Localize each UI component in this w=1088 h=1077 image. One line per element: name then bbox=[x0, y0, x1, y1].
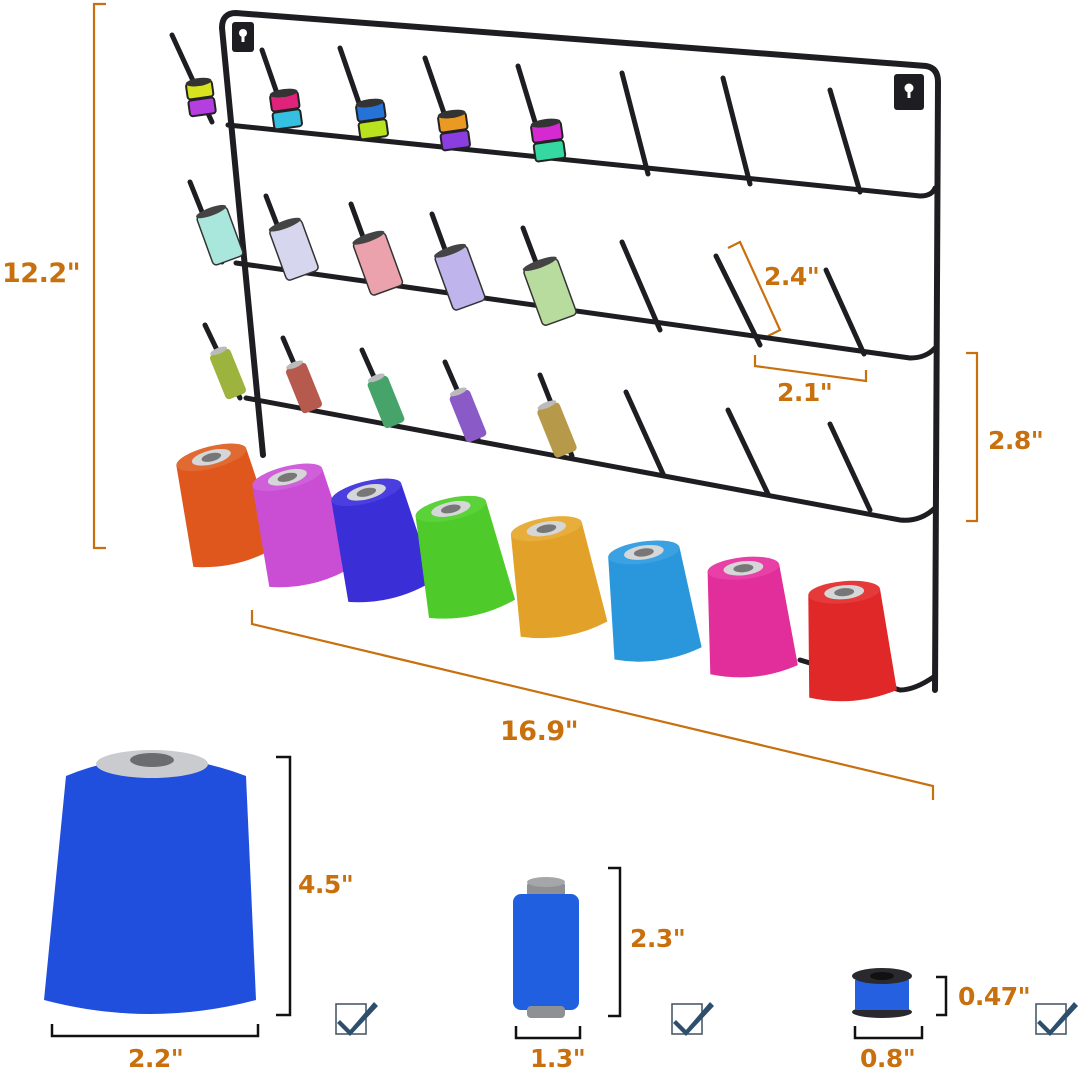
large-cone-height-label: 4.5" bbox=[298, 870, 354, 899]
peg-length-label: 2.4" bbox=[764, 262, 820, 291]
sample-medium-spool bbox=[513, 866, 622, 1040]
bobbin bbox=[185, 77, 217, 118]
rack-frame-left bbox=[219, 25, 266, 458]
cone bbox=[608, 540, 702, 662]
rack-frame-top bbox=[219, 9, 942, 693]
large-cone-height-bracket bbox=[276, 755, 292, 1017]
peg-length-bracket bbox=[727, 240, 782, 337]
rack-bar-3 bbox=[243, 395, 938, 523]
width-bracket bbox=[250, 610, 935, 800]
check-icon-small-bobbin bbox=[1035, 1002, 1078, 1036]
small-bobbin-width-label: 0.8" bbox=[860, 1044, 916, 1073]
medium-spool-height-label: 2.3" bbox=[630, 924, 686, 953]
cone bbox=[510, 516, 608, 639]
rack-width-label: 16.9" bbox=[500, 716, 579, 747]
small-bobbin-height-label: 0.47" bbox=[958, 982, 1031, 1011]
row-3-spools bbox=[210, 346, 577, 458]
cone bbox=[808, 580, 897, 702]
check-icon-large-cone bbox=[335, 1002, 378, 1036]
bobbin bbox=[437, 109, 471, 152]
medium-spool-width-bracket bbox=[514, 1026, 582, 1040]
bobbin bbox=[355, 98, 389, 141]
row-spacing-label: 2.8" bbox=[988, 426, 1044, 455]
check-icon-medium-spool bbox=[671, 1002, 714, 1036]
dimension-lines bbox=[92, 2, 979, 800]
sample-small-bobbin bbox=[852, 968, 948, 1040]
cone bbox=[252, 463, 355, 588]
cone bbox=[176, 443, 279, 568]
row-spacing-bracket bbox=[966, 351, 979, 523]
rack-height-label: 12.2" bbox=[2, 258, 81, 289]
medium-spool-height-bracket bbox=[608, 866, 622, 1018]
sample-large-cone bbox=[44, 750, 292, 1038]
cone bbox=[707, 556, 798, 678]
row-4-cones bbox=[176, 443, 897, 702]
small-bobbin-width-bracket bbox=[853, 1026, 924, 1040]
peg-spacing-label: 2.1" bbox=[777, 378, 833, 407]
peg-spacing-bracket bbox=[753, 355, 868, 383]
large-cone-width-bracket bbox=[50, 1024, 260, 1038]
row-2-spools bbox=[196, 204, 577, 326]
row-1-bobbins bbox=[185, 77, 567, 163]
bobbin bbox=[530, 118, 567, 163]
height-bracket bbox=[92, 2, 106, 550]
rack-bar-2 bbox=[233, 260, 938, 361]
cone bbox=[415, 495, 516, 619]
medium-spool-width-label: 1.3" bbox=[530, 1044, 586, 1073]
cone bbox=[331, 478, 434, 603]
large-cone-width-label: 2.2" bbox=[128, 1044, 184, 1073]
rack-bar-4 bbox=[797, 657, 938, 693]
bobbin bbox=[269, 88, 303, 131]
small-bobbin-height-bracket bbox=[936, 975, 948, 1017]
rack-bar-1 bbox=[225, 122, 938, 199]
